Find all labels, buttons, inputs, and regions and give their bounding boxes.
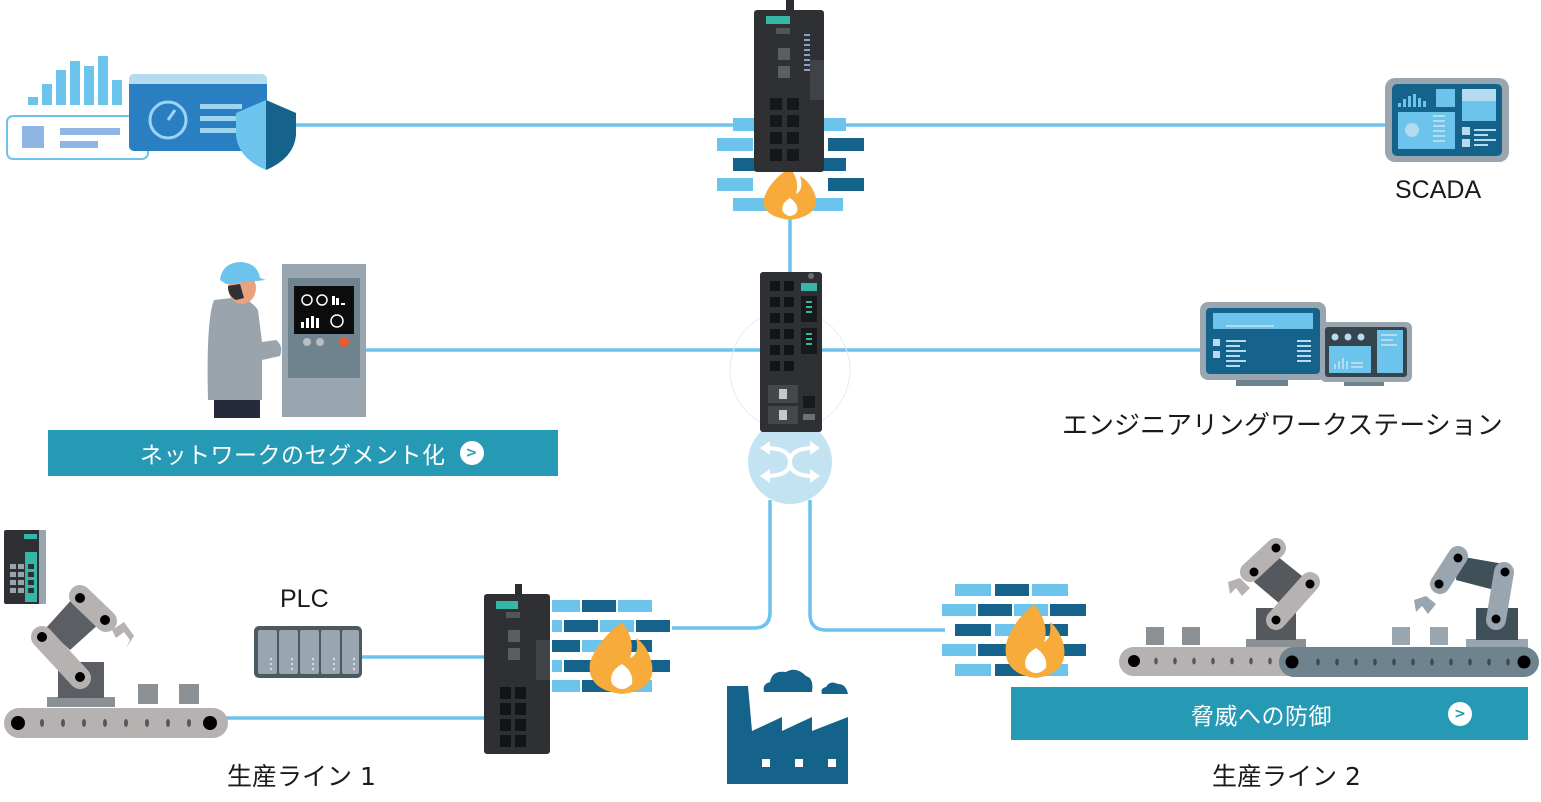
security-dashboard-icon (6, 56, 296, 170)
plc-rack-icon (254, 626, 362, 678)
production-line-2-robot-conveyor-icon (1119, 538, 1539, 677)
line-1-secure-router-device (484, 584, 550, 754)
operator-hmi-panel-icon (207, 262, 366, 418)
link-core-switch-line2-firewall (808, 500, 945, 632)
network-segmentation-label: ネットワークのセグメント化 (140, 443, 446, 469)
production-line-1-robot-conveyor-icon (4, 585, 228, 738)
production-line-1-label: 生産ライン 1 (227, 762, 376, 791)
top-firewall-icon (717, 118, 864, 220)
network-segmentation-button[interactable]: ネットワークのセグメント化 > (48, 430, 558, 476)
workstation-monitors-icon (1200, 302, 1412, 386)
core-switch-group (729, 272, 851, 504)
flame-icon (589, 622, 653, 694)
scada-tablet-icon (1385, 78, 1509, 162)
flame-icon (1005, 604, 1065, 678)
link-core-switch-line1-firewall (672, 500, 772, 630)
core-layer3-switch-device (760, 272, 822, 432)
flame-icon (763, 168, 817, 220)
top-secure-router-device (754, 0, 824, 172)
switch-crossed-arrows-icon (748, 420, 832, 504)
factory-icon (727, 669, 848, 784)
line-2-firewall-icon (942, 584, 1086, 678)
network-links (225, 123, 1390, 720)
edge-ethernet-switch-icon (4, 530, 46, 604)
chevron-right-icon: > (459, 441, 484, 465)
production-line-2-label: 生産ライン 2 (1212, 762, 1361, 791)
plc-label: PLC (280, 585, 329, 613)
line-1-firewall-icon (552, 600, 670, 694)
scada-label: SCADA (1395, 176, 1482, 204)
chevron-right-icon: > (1448, 701, 1472, 726)
threat-defense-label: 脅威への防御 (1191, 703, 1332, 730)
engineering-workstation-label: エンジニアリングワークステーション (1062, 411, 1503, 441)
threat-defense-button[interactable]: 脅威への防御 > (1011, 687, 1528, 740)
